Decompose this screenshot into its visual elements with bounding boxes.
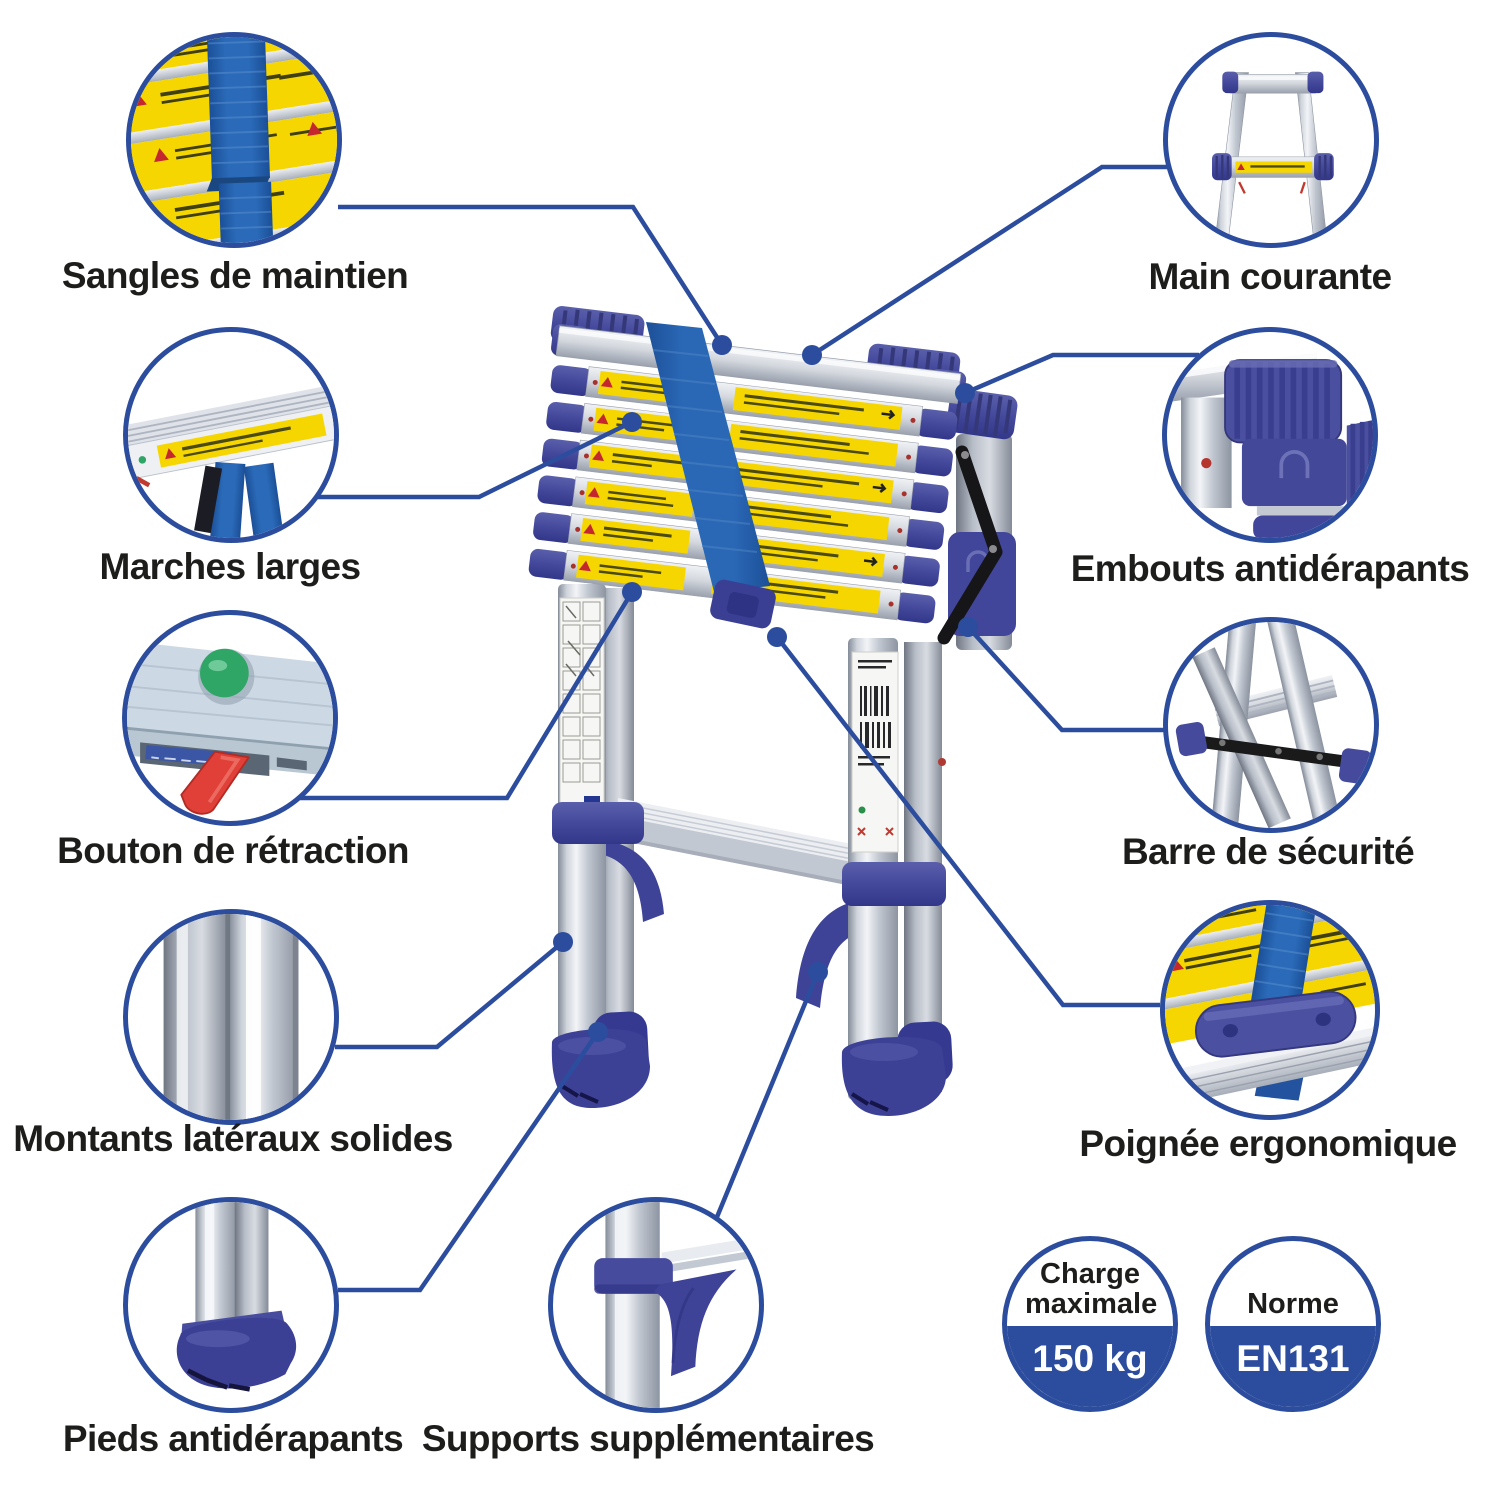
left-collar <box>552 802 644 844</box>
extra-supports-photo-icon <box>594 1202 759 1408</box>
callout-dot <box>622 582 642 602</box>
side-rails-photo-icon <box>163 914 299 1120</box>
callout-line-pieds <box>338 1030 600 1293</box>
folded-top-section <box>937 388 1018 650</box>
feature-photo-barre <box>1163 617 1379 833</box>
feature-photo-main-courante <box>1163 32 1379 248</box>
badge-title: Charge maximale <box>1025 1257 1158 1320</box>
feature-label-montants: Montants latéraux solides <box>13 1118 453 1159</box>
callout-line-supports <box>714 971 821 1218</box>
safety-bar-photo-icon <box>1175 622 1372 828</box>
callout-line-bouton <box>299 590 634 801</box>
badge-charge-maximale: Charge maximale 150 kg <box>1002 1236 1178 1412</box>
feature-label-embouts: Embouts antidérapants <box>1070 548 1470 589</box>
badge-norme: Norme EN131 <box>1205 1236 1381 1412</box>
badge-value: 150 kg <box>1032 1338 1148 1380</box>
feature-label-barre: Barre de sécurité <box>1121 831 1415 872</box>
feature-photo-sangles <box>126 32 342 248</box>
feature-label-supports: Supports supplémentaires <box>421 1418 875 1459</box>
callout-line-embouts <box>964 352 1199 396</box>
feature-label-pieds: Pieds antidérapants <box>62 1418 404 1459</box>
feature-photo-pieds <box>123 1197 339 1413</box>
bottom-step <box>617 798 853 886</box>
right-leg <box>841 638 953 1116</box>
retraction-button-photo-icon <box>127 641 333 815</box>
collapsed-rung-stack <box>528 306 967 624</box>
locking-latch <box>937 445 1003 645</box>
callout-dot <box>802 345 822 365</box>
callout-dot <box>958 617 978 637</box>
callout-dot <box>622 412 642 432</box>
badge-value: EN131 <box>1236 1338 1350 1380</box>
feature-label-bouton: Bouton de rétraction <box>57 830 409 871</box>
non-slip-endcap-photo-icon <box>1167 352 1373 538</box>
callout-line-poignee <box>775 635 1160 1008</box>
callout-dot <box>767 627 787 647</box>
left-arch-bracket <box>600 840 664 922</box>
callout-line-marches <box>315 419 633 500</box>
badge-title: Norme <box>1247 1287 1339 1320</box>
feature-label-main-courante: Main courante <box>1148 256 1392 297</box>
feature-photo-bouton <box>122 610 338 826</box>
wide-step-photo-icon <box>128 380 334 538</box>
ergonomic-handle-photo-icon <box>1165 905 1375 1113</box>
barcode-sticker <box>851 651 899 853</box>
feature-photo-supports <box>548 1197 764 1413</box>
feature-photo-marches <box>123 327 339 543</box>
right-collar <box>842 862 946 906</box>
feature-photo-montants <box>123 909 339 1125</box>
callout-dot <box>588 1022 608 1042</box>
feature-photo-embouts <box>1162 327 1378 543</box>
callout-line-main-courante <box>810 164 1167 357</box>
feature-label-marches: Marches larges <box>99 546 361 587</box>
callout-dot <box>808 962 828 982</box>
callout-dot <box>712 335 732 355</box>
callout-dot <box>955 383 975 403</box>
carry-strap <box>646 322 776 629</box>
telescopic-ladder-icon <box>528 306 1018 1116</box>
feature-label-sangles: Sangles de maintien <box>61 255 409 296</box>
callout-line-sangles <box>338 204 724 347</box>
strap-detail-photo-icon <box>131 37 337 243</box>
non-slip-feet-photo-icon <box>176 1202 297 1392</box>
feature-photo-poignee <box>1160 900 1380 1120</box>
callout-dot <box>553 932 573 952</box>
callout-line-barre <box>966 625 1164 733</box>
ladder-product-photo <box>500 300 1020 1130</box>
feature-label-poignee: Poignée ergonomique <box>1079 1123 1457 1164</box>
ladder-top-photo-icon <box>1212 71 1334 243</box>
callout-line-montants <box>335 940 565 1050</box>
right-arch-bracket <box>796 902 856 1008</box>
